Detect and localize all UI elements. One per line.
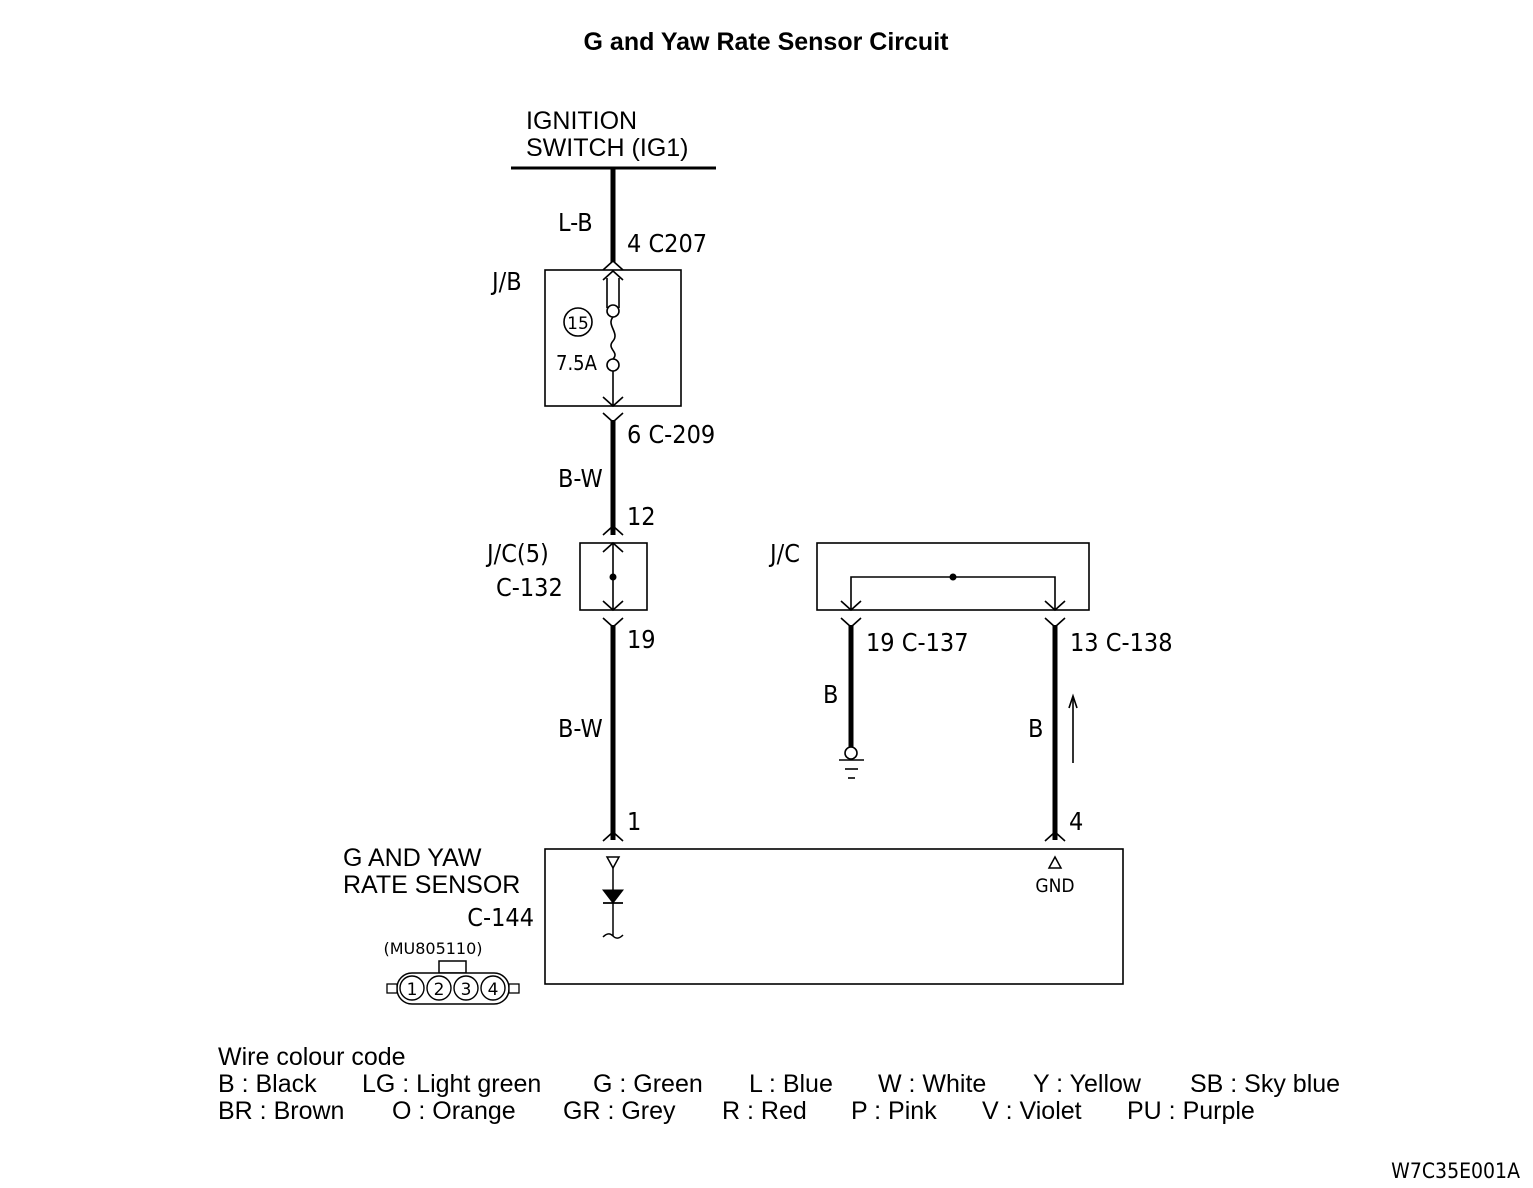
connector-c209-label: 6 C-209	[627, 420, 715, 449]
connector-c207-label: 4 C207	[627, 229, 707, 258]
junction-block-label: J/B	[490, 267, 522, 296]
jb-out-connector-symbol	[602, 396, 624, 408]
wire-color-b-sensor: B	[1028, 714, 1043, 743]
jc-junction-dot	[949, 573, 957, 581]
jc5-junction-dot	[609, 573, 617, 581]
diode-icon	[601, 856, 625, 939]
fuse-rating: 7.5A	[556, 351, 598, 375]
connector-pin-2: 2	[434, 980, 445, 1000]
sensor-part-number: (MU805110)	[383, 939, 482, 958]
ground-icon	[839, 746, 864, 779]
legend-item: BR : Brown	[218, 1097, 344, 1125]
legend-item: O : Orange	[392, 1097, 516, 1125]
sensor-pin4-label: 4	[1069, 807, 1083, 836]
legend-item: B : Black	[218, 1070, 317, 1098]
fuse-number-circle	[563, 307, 593, 337]
junction-connector	[816, 542, 1090, 611]
jc5-inner-bottom-symbol	[602, 600, 624, 612]
legend-item: G : Green	[593, 1070, 703, 1098]
legend-item: SB : Sky blue	[1190, 1070, 1340, 1098]
sensor-connector-label: C-144	[467, 903, 534, 932]
figure-id: W7C35E001A	[1391, 1159, 1520, 1183]
legend-heading: Wire colour code	[218, 1043, 406, 1071]
jc5-in-connector-symbol	[602, 524, 624, 536]
connector-c138-label: 13 C-138	[1070, 628, 1173, 657]
sensor-gnd-label: GND	[1035, 875, 1074, 897]
sensor-name-line1: G AND YAW	[343, 844, 482, 872]
connector-c207-symbol	[602, 259, 624, 271]
legend-item: LG : Light green	[362, 1070, 541, 1098]
connector-face-icon	[386, 960, 520, 1005]
legend-item: Y : Yellow	[1033, 1070, 1142, 1098]
wire-color-bw-upper: B-W	[558, 464, 603, 493]
gnd-terminal-icon	[1047, 855, 1063, 869]
jc-left-inner-symbol	[840, 600, 862, 612]
fuse-terminal-bottom	[606, 358, 620, 372]
sensor-pin1-connector-symbol	[602, 830, 624, 842]
jc5-in-pin-label: 12	[627, 502, 656, 531]
legend-item: R : Red	[722, 1097, 807, 1125]
sensor-pin1-label: 1	[627, 807, 641, 836]
jb-inner-connector-symbol	[602, 269, 624, 281]
jc5-out-pin-label: 19	[627, 625, 656, 654]
sensor-box	[544, 848, 1124, 985]
ignition-switch-label-1: IGNITION	[526, 107, 637, 135]
fuse-icon	[610, 316, 616, 360]
legend-item: L : Blue	[749, 1070, 833, 1098]
connector-pin-1: 1	[407, 980, 418, 1000]
diagram-title: G and Yaw Rate Sensor Circuit	[584, 28, 950, 56]
wire-color-bw-lower: B-W	[558, 714, 603, 743]
fuse-number: 15	[567, 314, 589, 334]
wire-color-b-ground: B	[823, 680, 838, 709]
wire-color-lb: L-B	[558, 208, 593, 237]
jc-label: J/C	[768, 539, 800, 568]
jc5-label: J/C(5)	[485, 539, 549, 568]
legend-item: V : Violet	[982, 1097, 1082, 1125]
jc-inner-wire	[850, 576, 1056, 610]
connector-pin-4: 4	[488, 980, 499, 1000]
fuse-terminal-top	[606, 304, 620, 318]
legend-item: W : White	[878, 1070, 986, 1098]
sensor-name-line2: RATE SENSOR	[343, 871, 520, 899]
legend-item: P : Pink	[851, 1097, 937, 1125]
legend-item: GR : Grey	[563, 1097, 676, 1125]
jc-right-inner-symbol	[1044, 600, 1066, 612]
connector-c137-label: 19 C-137	[866, 628, 969, 657]
ignition-switch-label-2: SWITCH (IG1)	[526, 134, 689, 162]
sensor-pin4-connector-symbol	[1044, 830, 1066, 842]
current-direction-arrow-icon	[1068, 693, 1078, 763]
connector-pin-3: 3	[461, 980, 472, 1000]
legend-item: PU : Purple	[1127, 1097, 1255, 1125]
jc5-connector-label: C-132	[496, 573, 563, 602]
